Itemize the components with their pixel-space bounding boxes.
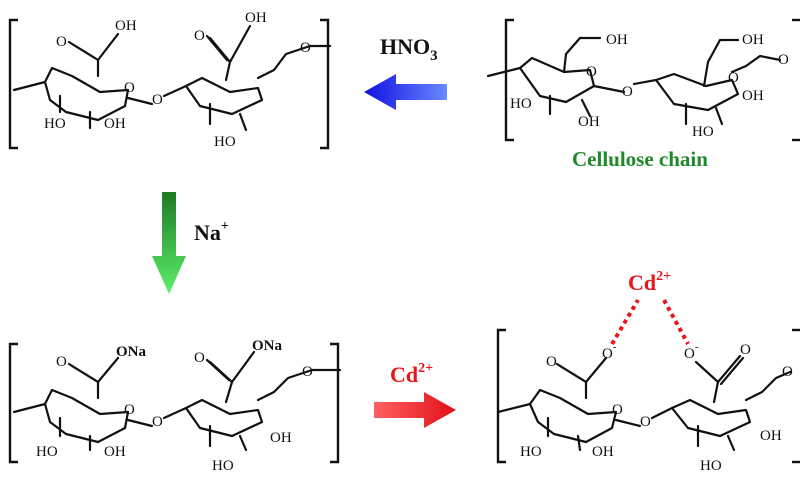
cadmium-ion-label: Cd2+	[628, 269, 671, 295]
atom-o: O	[622, 84, 633, 100]
atom-ho: HO	[44, 116, 66, 132]
atom-ona: ONa	[116, 344, 147, 360]
reagent-label: Na+	[194, 219, 229, 245]
atom-ho: HO	[510, 96, 532, 112]
atom-o: O	[152, 414, 163, 430]
cellulose-chain: OH OH O O O O HO OH OH HO Cellulose chai…	[486, 18, 800, 171]
atom-o: O	[194, 350, 205, 366]
reaction-nitric-acid: HNO3	[364, 34, 447, 110]
atom-ho: HO	[700, 458, 722, 474]
atom-o-minus: O-	[602, 341, 617, 362]
red-arrow	[374, 392, 456, 428]
atom-ho: HO	[212, 458, 234, 474]
atom-o: O	[728, 70, 739, 86]
reaction-cadmium: Cd2+	[374, 361, 456, 428]
atom-oh: OH	[104, 116, 126, 132]
atom-oh: OH	[578, 114, 600, 130]
atom-o: O	[778, 52, 789, 68]
blue-arrow	[364, 74, 447, 110]
atom-oh: OH	[606, 32, 628, 48]
atom-o: O	[586, 64, 597, 80]
atom-ona: ONa	[252, 338, 283, 354]
atom-o: O	[124, 402, 135, 418]
atom-oh: OH	[270, 430, 292, 446]
atom-oh: OH	[104, 444, 126, 460]
right-bracket	[320, 18, 330, 150]
atom-o: O	[56, 354, 67, 370]
left-bracket	[504, 18, 514, 142]
atom-ho: HO	[36, 444, 58, 460]
cadmium-complex-chain: O O- O- O O O O HO OH HO OH Cd2+	[496, 269, 800, 474]
atom-o: O	[546, 354, 557, 370]
left-bracket	[496, 328, 506, 464]
atom-o: O	[782, 364, 793, 380]
coordination-bond-left	[610, 298, 640, 346]
left-bracket	[8, 342, 18, 464]
atom-oh: OH	[245, 10, 267, 26]
atom-o: O	[300, 40, 311, 56]
atom-o: O	[302, 364, 313, 380]
atom-o: O	[612, 402, 623, 418]
atom-o-minus: O-	[684, 341, 699, 362]
coordination-bond-right	[662, 299, 690, 345]
atom-oh: OH	[592, 444, 614, 460]
green-arrow	[152, 192, 186, 294]
cellulose-caption: Cellulose chain	[572, 147, 708, 171]
atom-oh: OH	[115, 18, 137, 34]
atom-o: O	[56, 34, 67, 50]
sodium-salt-chain: O ONa O ONa O O O HO OH HO OH	[8, 338, 342, 474]
atom-o: O	[194, 28, 205, 44]
oxidized-cellulose-acid: O OH O OH O O O HO OH HO	[8, 10, 332, 150]
reaction-sodium: Na+	[152, 192, 229, 294]
atom-ho: HO	[520, 444, 542, 460]
atom-oh: OH	[742, 32, 764, 48]
atom-oh: OH	[742, 88, 764, 104]
reagent-label: Cd2+	[390, 361, 433, 387]
atom-ho: HO	[692, 124, 714, 140]
left-bracket	[8, 18, 18, 150]
atom-o: O	[152, 92, 163, 108]
right-bracket	[330, 342, 340, 464]
atom-o: O	[640, 414, 651, 430]
atom-oh: OH	[760, 428, 782, 444]
atom-ho: HO	[214, 134, 236, 150]
atom-o: O	[740, 342, 751, 358]
reagent-label: HNO3	[380, 34, 438, 64]
atom-o: O	[124, 80, 135, 96]
